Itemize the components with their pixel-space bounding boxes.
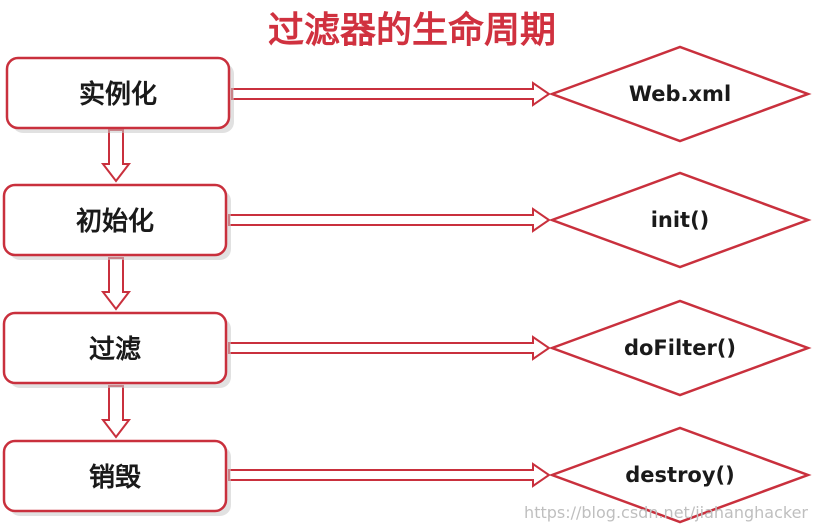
right-arrow <box>228 462 551 488</box>
down-arrow-group <box>100 129 132 439</box>
stage-box <box>5 56 231 130</box>
right-arrow <box>228 207 551 233</box>
down-arrow <box>100 129 132 183</box>
right-arrow <box>231 81 551 107</box>
stage-destroy: 销毁 <box>2 439 231 516</box>
method-destroy: destroy() <box>548 426 812 524</box>
method-label: doFilter() <box>624 336 736 360</box>
method-label: init() <box>651 208 710 232</box>
stage-filter: 过滤 <box>2 311 231 388</box>
method-diamond <box>548 426 812 524</box>
stage-label: 过滤 <box>89 335 141 365</box>
right-arrow <box>228 335 551 361</box>
stage-box <box>2 311 228 385</box>
stage-initialize: 初始化 <box>2 183 231 260</box>
down-arrow <box>100 257 132 311</box>
method-diamond <box>548 171 812 269</box>
method-label: Web.xml <box>629 82 731 106</box>
stage-box <box>2 439 228 513</box>
method-webxml: Web.xml <box>548 45 812 143</box>
stage-box <box>2 183 228 257</box>
method-dofilter: doFilter() <box>548 299 812 397</box>
stage-label: 初始化 <box>76 207 154 237</box>
method-diamond <box>548 299 812 397</box>
method-diamond <box>548 45 812 143</box>
right-arrow-group <box>228 81 551 488</box>
stage-instantiate: 实例化 <box>5 56 234 133</box>
diagram-title: 过滤器的生命周期 <box>268 9 556 51</box>
down-arrow <box>100 385 132 439</box>
stage-label: 实例化 <box>79 79 157 110</box>
method-init: init() <box>548 171 812 269</box>
watermark-text: https://blog.csdn.net/jiahanghacker <box>524 503 808 522</box>
method-label: destroy() <box>625 463 734 487</box>
stage-label: 销毁 <box>89 463 141 493</box>
